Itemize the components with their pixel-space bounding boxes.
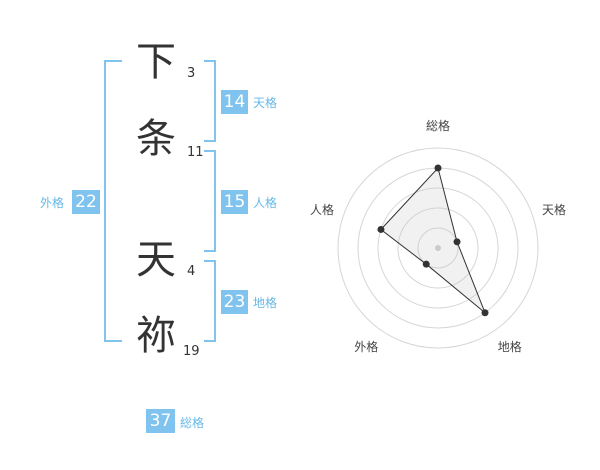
radar-axis-label-4: 外格 xyxy=(354,339,379,354)
radar-grid-ring-3 xyxy=(377,187,499,309)
soukaku-score: 37 xyxy=(146,409,175,433)
chikaku-score: 23 xyxy=(221,290,248,314)
gaikaku-bracket xyxy=(104,60,122,342)
radar-grid-ring-5 xyxy=(337,147,539,349)
name-char-3: 天 xyxy=(136,237,176,283)
gaikaku-score: 22 xyxy=(72,190,100,214)
radar-point-2 xyxy=(453,238,461,246)
stroke-count-4: 19 xyxy=(183,344,200,359)
radar-point-1 xyxy=(434,164,442,172)
jinkaku-label: 人格 xyxy=(253,196,278,210)
stroke-count-3: 4 xyxy=(187,264,196,279)
radar-axis-label-5: 人格 xyxy=(309,203,334,218)
radar-axis-label-3: 地格 xyxy=(497,339,522,354)
radar-axis-label-2: 天格 xyxy=(542,203,567,218)
name-char-4: 祢 xyxy=(136,313,176,359)
tenkaku-score: 14 xyxy=(221,90,248,114)
chikaku-bracket xyxy=(204,260,216,342)
chikaku-label: 地格 xyxy=(253,296,278,310)
radar-series-polygon xyxy=(380,166,486,314)
tenkaku-bracket xyxy=(204,60,216,142)
stroke-count-1: 3 xyxy=(187,66,196,81)
radar-point-5 xyxy=(377,225,385,233)
radar-center-dot xyxy=(435,245,441,251)
jinkaku-score: 15 xyxy=(221,190,248,214)
stroke-count-2: 11 xyxy=(187,145,204,160)
gaikaku-label: 外格 xyxy=(40,196,65,210)
radar-axis-label-1: 総格 xyxy=(426,119,451,133)
soukaku-label: 総格 xyxy=(180,416,205,430)
tenkaku-label: 天格 xyxy=(253,96,278,110)
name-char-2: 条 xyxy=(136,116,176,162)
radar-grid-ring-2 xyxy=(397,207,479,289)
jinkaku-bracket xyxy=(204,150,216,252)
radar-point-4 xyxy=(422,260,430,268)
radar-point-3 xyxy=(481,309,489,317)
name-char-1: 下 xyxy=(136,39,176,85)
radar-grid-ring-1 xyxy=(417,227,459,269)
